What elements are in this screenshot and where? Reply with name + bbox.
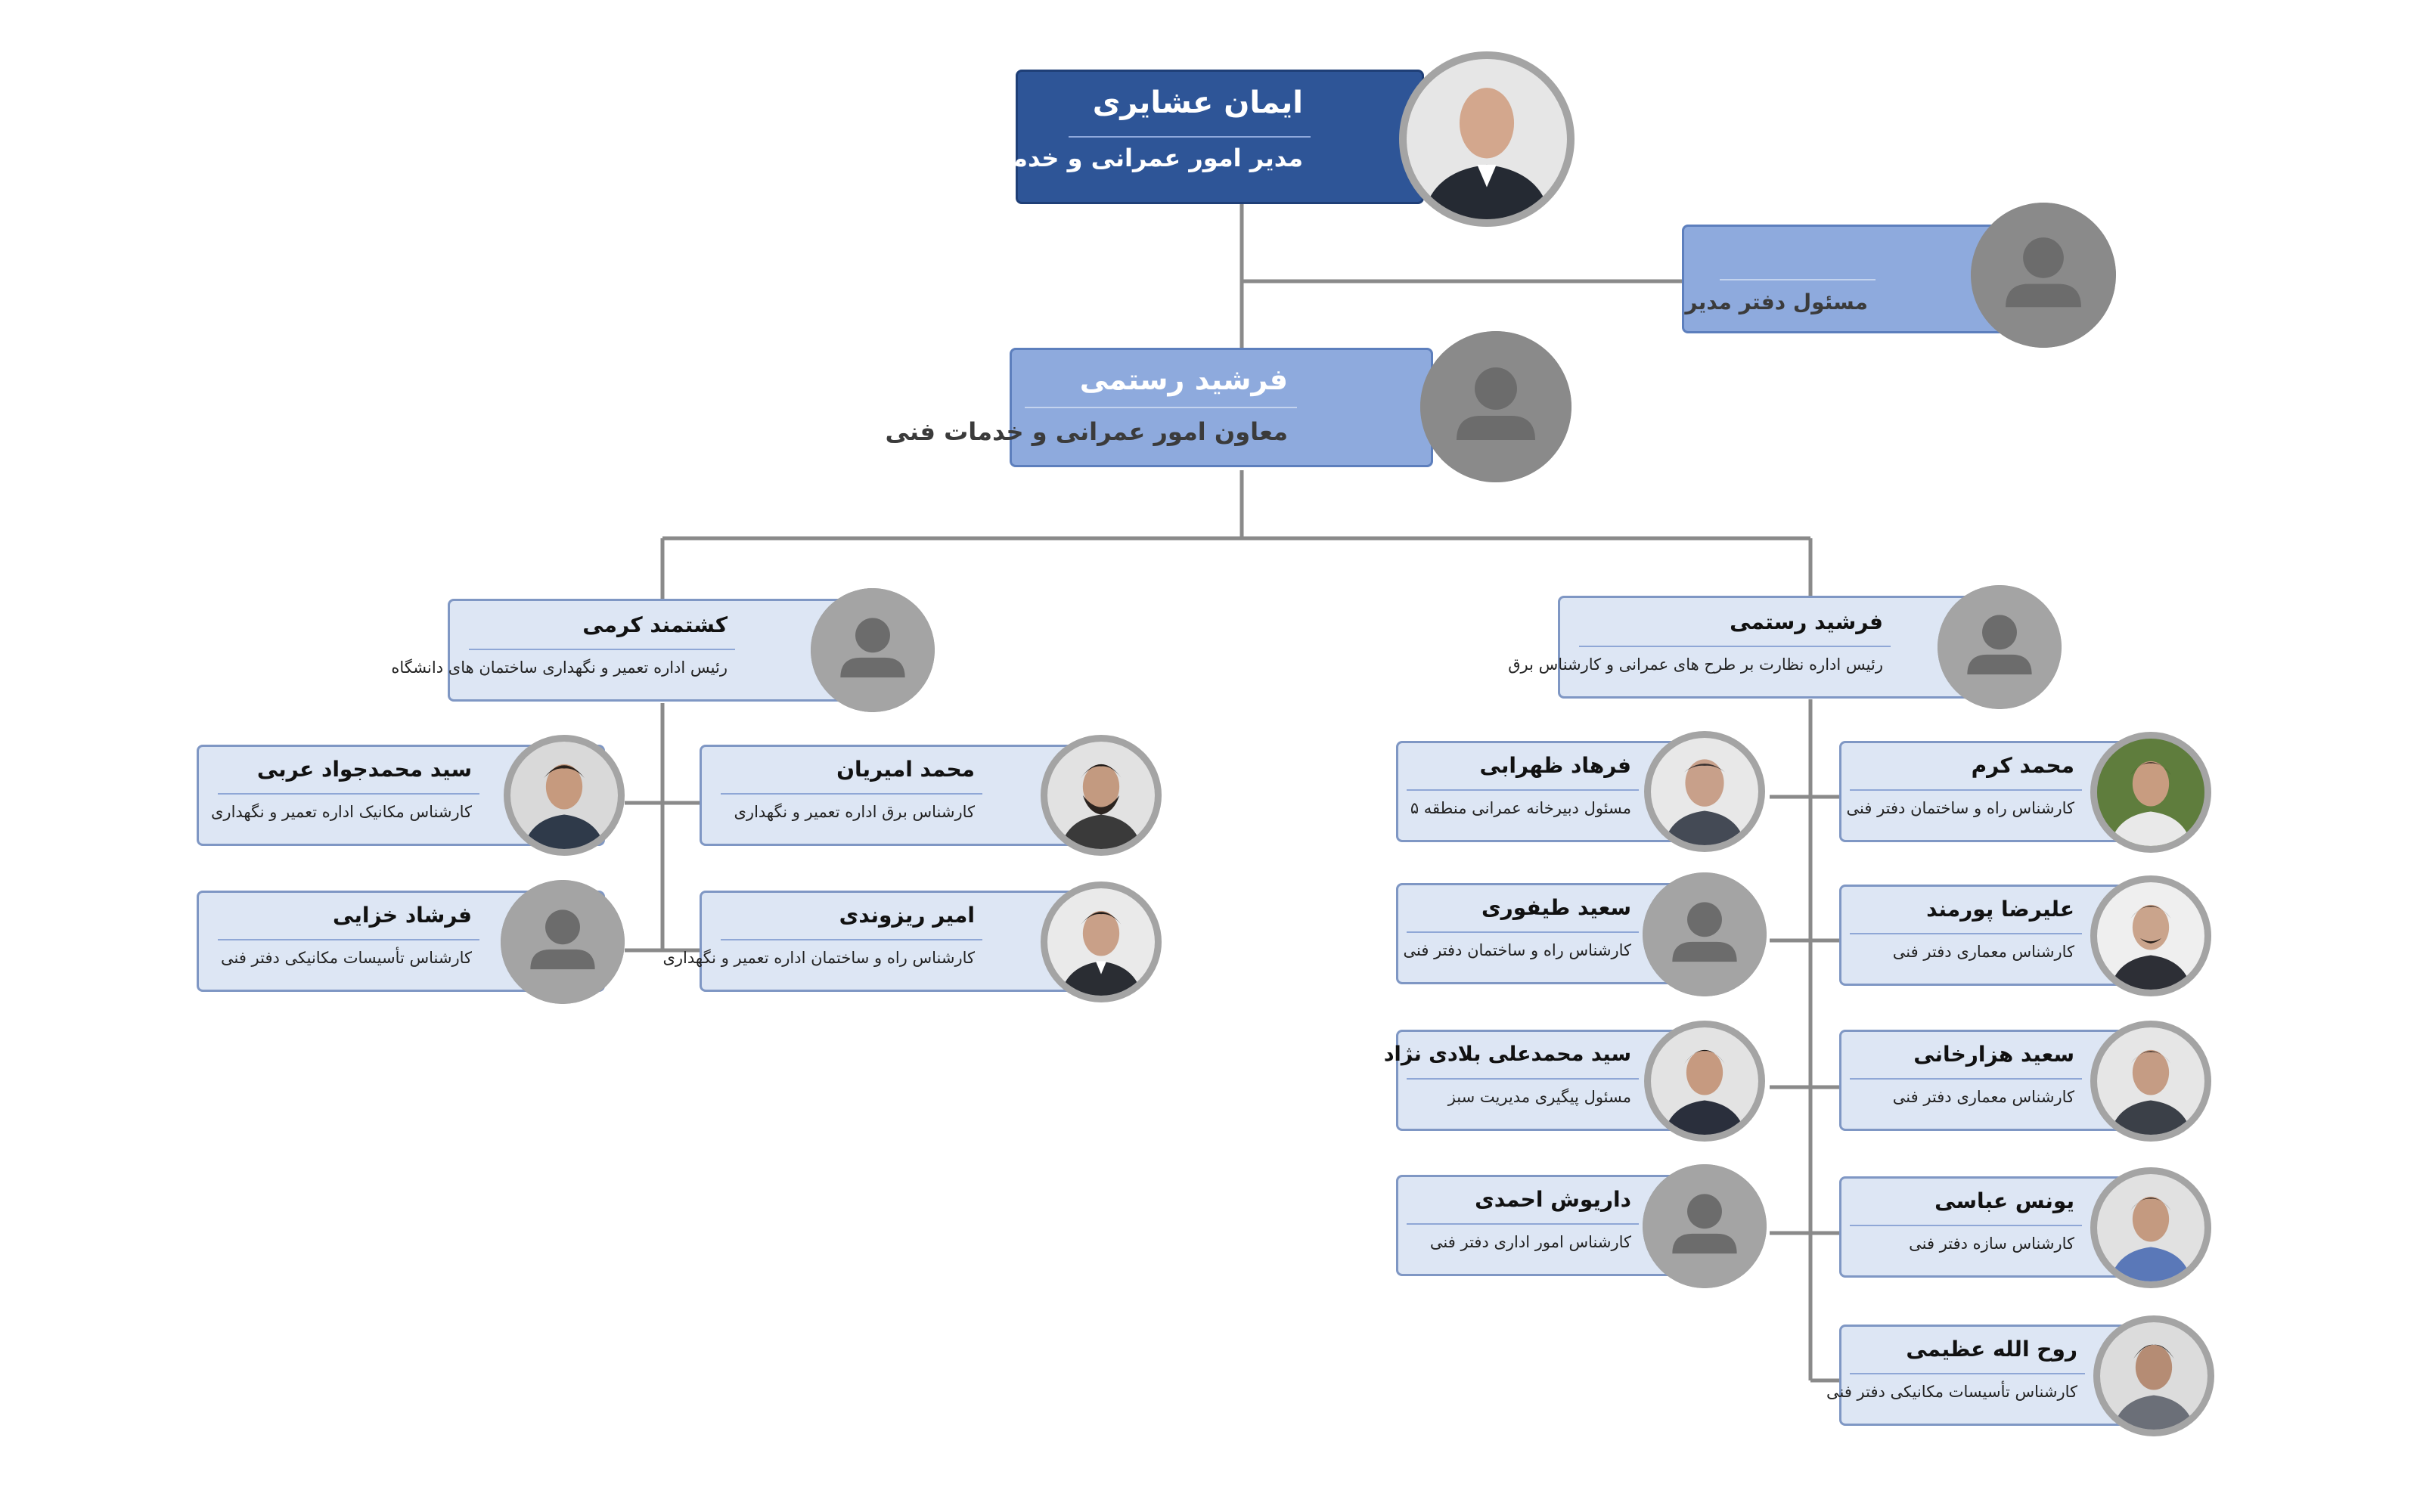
node-title: رئیس اداره تعمیر و نگهداری ساختمان های د… bbox=[391, 658, 728, 677]
org-node-office[interactable]: مسئول دفتر مدیر bbox=[1682, 225, 2012, 333]
node-title: کارشناس مکانیک اداره تعمیر و نگهداری bbox=[210, 803, 472, 821]
org-node-deputy[interactable]: فرشید رستمی معاون امور عمرانی و خدمات فن… bbox=[886, 348, 1433, 467]
profile-photo bbox=[1644, 1021, 1765, 1142]
profile-photo bbox=[2090, 875, 2211, 996]
node-name: کشتمند کرمی bbox=[582, 612, 728, 637]
node-title: کارشناس سازه دفتر فنی bbox=[1909, 1235, 2074, 1253]
node-divider bbox=[1850, 933, 2082, 934]
node-name: روح الله عظیمی bbox=[1906, 1337, 2077, 1362]
node-title: مسئول دبیرخانه عمرانی منطقه ۵ bbox=[1410, 799, 1631, 817]
node-name: فرشید رستمی bbox=[1079, 363, 1288, 396]
org-node-root[interactable]: ایمان عشایری مدیر امور عمرانی و خدمات فن… bbox=[920, 70, 1424, 204]
node-name: علیرضا پورمند bbox=[1926, 897, 2074, 922]
node-divider bbox=[1720, 279, 1876, 280]
node-title: کارشناس راه و ساختمان دفتر فنی bbox=[1403, 941, 1631, 959]
node-divider bbox=[1579, 646, 1891, 647]
profile-photo bbox=[504, 735, 625, 856]
profile-photo bbox=[1041, 881, 1162, 1002]
profile-photo bbox=[1643, 872, 1767, 996]
profile-photo bbox=[2093, 1315, 2214, 1436]
node-title: کارشناس راه و ساختمان دفتر فنی bbox=[1846, 799, 2074, 817]
node-divider bbox=[1407, 1078, 1639, 1080]
node-title: کارشناس تأسیسات مکانیکی دفتر فنی bbox=[220, 949, 472, 967]
org-node-rizvandi[interactable]: امیر ریزوندی کارشناس راه و ساختمان اداره… bbox=[662, 891, 1108, 992]
node-divider bbox=[218, 939, 479, 940]
node-name: سید محمدجواد عربی bbox=[256, 757, 472, 782]
profile-photo bbox=[2090, 1021, 2211, 1142]
node-name: محمد امیریان bbox=[836, 757, 975, 782]
node-divider bbox=[1407, 789, 1639, 791]
node-title: مدیر امور عمرانی و خدمات فنی bbox=[920, 144, 1303, 172]
node-name: فرشید رستمی bbox=[1730, 609, 1883, 634]
node-title: مسئول پیگیری مدیریت سبز bbox=[1447, 1088, 1631, 1106]
profile-photo bbox=[1644, 731, 1765, 852]
profile-photo bbox=[1041, 735, 1162, 856]
node-name: سعید طیفوری bbox=[1481, 895, 1631, 920]
node-divider bbox=[1025, 407, 1297, 408]
node-divider bbox=[1407, 931, 1639, 933]
node-divider bbox=[1069, 136, 1311, 138]
profile-photo bbox=[1971, 203, 2116, 348]
org-node-zahrabi[interactable]: فرهاد ظهرابی مسئول دبیرخانه عمرانی منطقه… bbox=[1396, 741, 1741, 842]
profile-photo bbox=[1399, 51, 1575, 227]
org-node-karami[interactable]: کشتمند کرمی رئیس اداره تعمیر و نگهداری س… bbox=[391, 599, 856, 702]
org-node-rostami[interactable]: فرشید رستمی رئیس اداره نظارت بر طرح های … bbox=[1508, 596, 2012, 699]
node-name: محمد کرم bbox=[1971, 753, 2074, 778]
profile-photo bbox=[811, 588, 935, 712]
node-title: کارشناس برق اداره تعمیر و نگهداری bbox=[734, 803, 975, 821]
node-divider bbox=[1407, 1223, 1639, 1225]
node-name: فرهاد ظهرابی bbox=[1479, 753, 1631, 778]
node-card bbox=[700, 891, 1108, 992]
node-title: کارشناس معماری دفتر فنی bbox=[1892, 943, 2074, 961]
node-title: کارشناس راه و ساختمان اداره تعمیر و نگهد… bbox=[662, 949, 975, 967]
node-title: کارشناس امور اداری دفتر فنی bbox=[1429, 1233, 1631, 1251]
node-title: رئیس اداره نظارت بر طرح های عمرانی و کار… bbox=[1508, 655, 1883, 674]
node-divider bbox=[721, 939, 982, 940]
node-divider bbox=[721, 793, 982, 795]
node-divider bbox=[1850, 1373, 2085, 1374]
node-title: کارشناس تأسیسات مکانیکی دفتر فنی bbox=[1826, 1383, 2077, 1401]
node-name: ایمان عشایری bbox=[1092, 85, 1303, 120]
node-divider bbox=[1850, 789, 2082, 791]
node-name: سعید هزارخانی bbox=[1913, 1042, 2074, 1067]
node-name: یونس عباسی bbox=[1934, 1188, 2074, 1213]
node-name: امیر ریزوندی bbox=[839, 903, 975, 928]
profile-photo bbox=[1643, 1164, 1767, 1288]
node-divider bbox=[218, 793, 479, 795]
profile-photo bbox=[501, 880, 625, 1004]
node-title: کارشناس معماری دفتر فنی bbox=[1892, 1088, 2074, 1106]
profile-photo bbox=[1938, 585, 2062, 709]
org-node-amirian[interactable]: محمد امیریان کارشناس برق اداره تعمیر و ن… bbox=[700, 745, 1108, 846]
node-title: مسئول دفتر مدیر bbox=[1685, 290, 1868, 314]
profile-photo bbox=[2090, 732, 2211, 853]
node-divider bbox=[1850, 1225, 2082, 1226]
node-card bbox=[1558, 596, 2012, 699]
profile-photo bbox=[2090, 1167, 2211, 1288]
node-divider bbox=[469, 649, 735, 650]
node-title: معاون امور عمرانی و خدمات فنی bbox=[885, 417, 1288, 446]
profile-photo bbox=[1420, 331, 1571, 482]
node-divider bbox=[1850, 1078, 2082, 1080]
node-card bbox=[700, 745, 1108, 846]
node-name: فرشاد خزایی bbox=[333, 903, 472, 928]
node-name: سید محمدعلی بلادی نژاد bbox=[1383, 1043, 1631, 1066]
node-name: داریوش احمدی bbox=[1475, 1187, 1631, 1212]
